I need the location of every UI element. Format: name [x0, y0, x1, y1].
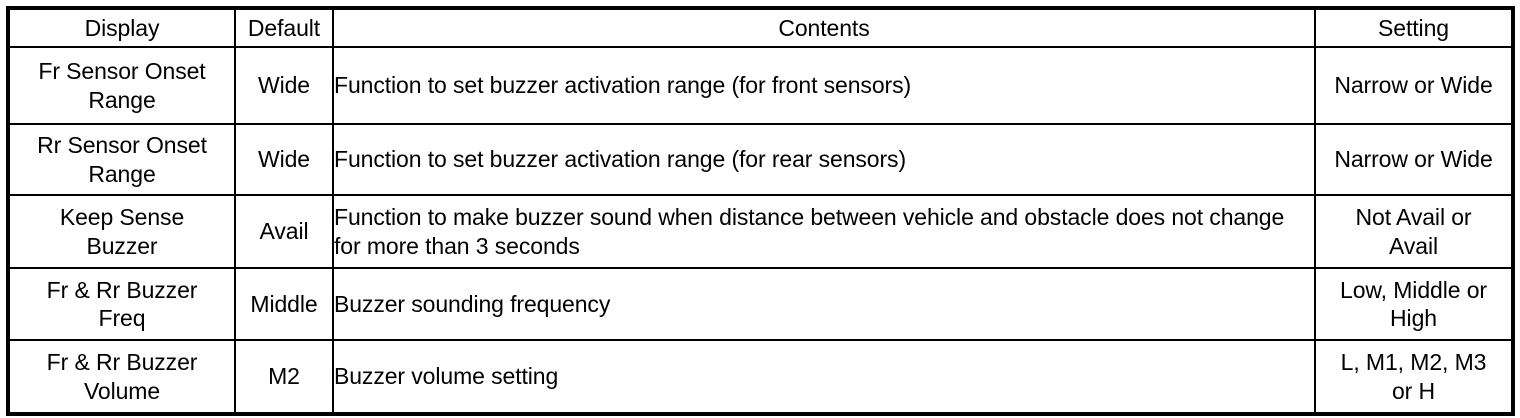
cell-display: Fr Sensor Onset Range	[7, 46, 236, 125]
cell-default: M2	[234, 339, 334, 415]
display-line-2: Range	[88, 160, 156, 187]
table-row: Fr Sensor Onset Range Wide Function to s…	[7, 46, 1514, 125]
column-header-contents: Contents	[332, 7, 1316, 48]
setting-line-1: Not Avail or	[1355, 204, 1472, 231]
table-row: Rr Sensor Onset Range Wide Function to s…	[7, 123, 1514, 196]
setting-line-2: Avail	[1389, 232, 1438, 259]
column-header-setting: Setting	[1314, 7, 1514, 48]
display-line-2: Buzzer	[86, 232, 158, 259]
cell-setting: Low, Middle or High	[1314, 267, 1514, 341]
cell-default: Wide	[234, 46, 334, 125]
setting-line-1: Low, Middle or	[1340, 276, 1487, 303]
display-line-1: Keep Sense	[59, 204, 185, 231]
cell-default: Wide	[234, 123, 334, 196]
display-line-2: Freq	[98, 305, 146, 331]
display-line-1: Fr Sensor Onset	[38, 58, 206, 85]
cell-contents: Function to set buzzer activation range …	[332, 123, 1316, 196]
display-line-2: Range	[88, 86, 156, 113]
cell-contents: Function to make buzzer sound when dista…	[332, 194, 1316, 269]
setting-line-1: Narrow or Wide	[1334, 146, 1493, 173]
cell-contents: Buzzer volume setting	[332, 339, 1316, 415]
table-body: Fr Sensor Onset Range Wide Function to s…	[7, 46, 1514, 415]
cell-setting: Not Avail or Avail	[1314, 194, 1514, 269]
cell-display: Rr Sensor Onset Range	[7, 123, 236, 196]
display-line-2: Volume	[83, 377, 161, 404]
cell-display: Fr & Rr Buzzer Volume	[7, 339, 236, 415]
display-line-1: Rr Sensor Onset	[37, 132, 207, 159]
cell-display: Fr & Rr Buzzer Freq	[7, 267, 236, 341]
table-row: Fr & Rr Buzzer Freq Middle Buzzer soundi…	[7, 267, 1514, 341]
cell-contents: Function to set buzzer activation range …	[332, 46, 1316, 125]
display-line-1: Fr & Rr Buzzer	[46, 349, 198, 376]
cell-setting: Narrow or Wide	[1314, 46, 1514, 125]
setting-line-2: or H	[1391, 377, 1436, 404]
settings-specification-table: Display Default Contents Setting Fr Sens…	[6, 6, 1515, 416]
cell-setting: Narrow or Wide	[1314, 123, 1514, 196]
table-row: Keep Sense Buzzer Avail Function to make…	[7, 194, 1514, 269]
display-line-1: Fr & Rr Buzzer	[46, 276, 198, 303]
setting-line-1: Narrow or Wide	[1334, 72, 1493, 99]
setting-line-2: High	[1390, 305, 1437, 331]
cell-setting: L, M1, M2, M3 or H	[1314, 339, 1514, 415]
column-header-default: Default	[234, 7, 334, 48]
cell-display: Keep Sense Buzzer	[7, 194, 236, 269]
setting-line-1: L, M1, M2, M3	[1340, 349, 1487, 376]
table-header: Display Default Contents Setting	[7, 7, 1514, 48]
header-row: Display Default Contents Setting	[7, 7, 1514, 48]
cell-default: Middle	[234, 267, 334, 341]
cell-default: Avail	[234, 194, 334, 269]
column-header-display: Display	[7, 7, 236, 48]
table-row: Fr & Rr Buzzer Volume M2 Buzzer volume s…	[7, 339, 1514, 415]
cell-contents: Buzzer sounding frequency	[332, 267, 1316, 341]
